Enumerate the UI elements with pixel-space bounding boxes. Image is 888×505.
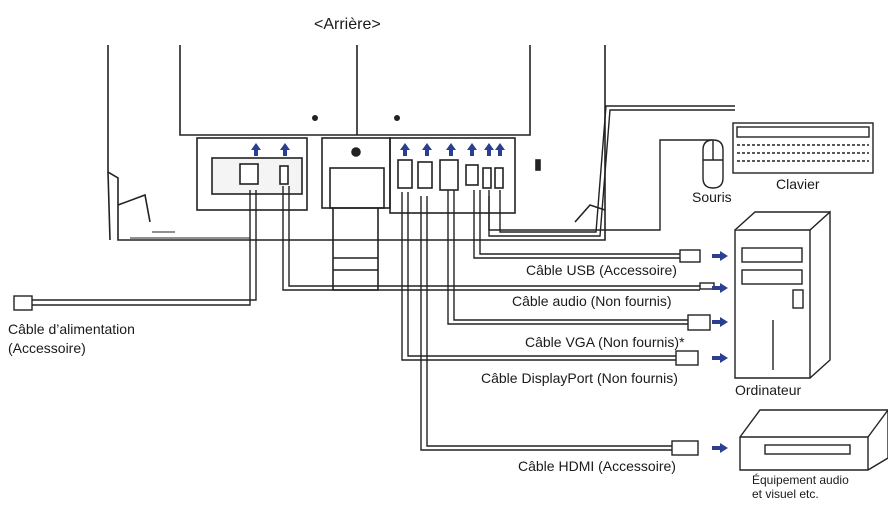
vga-cable-label: Câble VGA (Non fournis)*: [525, 334, 685, 350]
computer-label: Ordinateur: [735, 382, 802, 398]
keyboard-device: [732, 122, 874, 174]
usb-cable-label: Câble USB (Accessoire): [526, 262, 677, 278]
power-cable-label-line2: (Accessoire): [8, 340, 86, 356]
av-label-line1: Équipement audio: [752, 473, 849, 487]
computer-tower: [734, 210, 831, 379]
power-port-panel: [196, 137, 308, 211]
monitor-rear: [107, 45, 606, 241]
mouse-device: [702, 139, 724, 189]
port-arrows: [251, 143, 505, 156]
displayport-cable-label: Câble DisplayPort (Non fournis): [481, 370, 678, 386]
cable-plugs: [13, 249, 715, 456]
audio-cable-label: Câble audio (Non fournis): [512, 293, 672, 309]
signal-port-panel: [389, 137, 541, 214]
power-cable-label-line1: Câble d’alimentation: [8, 321, 135, 337]
cables: [32, 105, 735, 451]
mouse-label: Souris: [692, 189, 732, 205]
hdmi-cable-label: Câble HDMI (Accessoire): [518, 458, 676, 474]
screw-holes: [312, 115, 400, 121]
keyboard-label: Clavier: [776, 176, 820, 192]
av-label-line2: et visuel etc.: [752, 487, 819, 501]
page-title: <Arrière>: [314, 16, 381, 33]
av-equipment: [739, 409, 888, 471]
monitor-stand: [321, 137, 391, 291]
output-arrows: [712, 251, 728, 453]
